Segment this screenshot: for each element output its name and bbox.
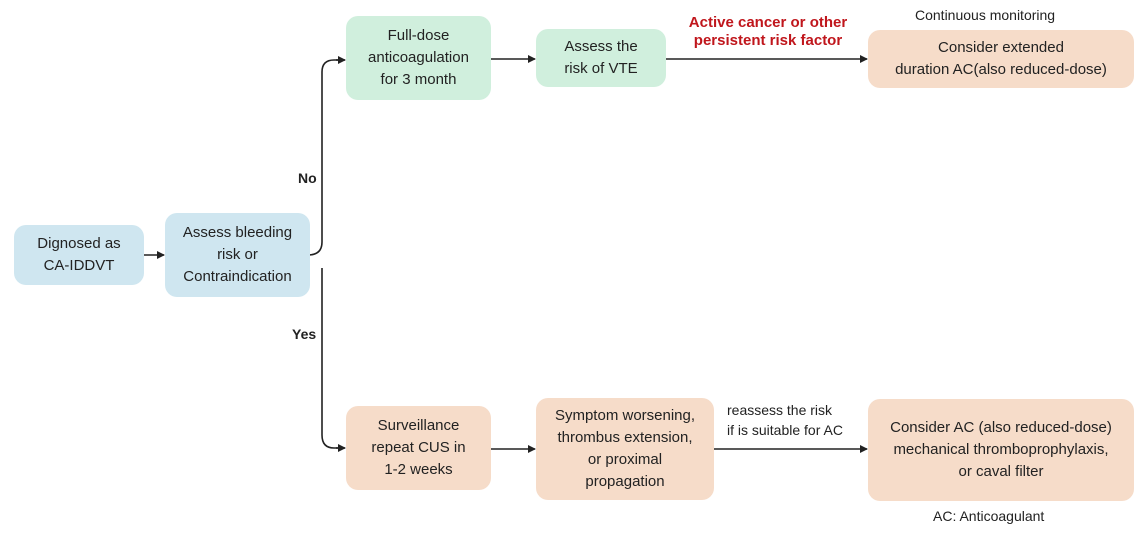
label-no: No: [298, 170, 317, 186]
label-reassess: reassess the risk if is suitable for AC: [727, 402, 843, 438]
node-surveillance: Surveillance repeat CUS in 1-2 weeks: [346, 406, 491, 490]
node-diagnosed: Dignosed as CA-IDDVT: [14, 225, 144, 285]
node-symptom-worsening: Symptom worsening, thrombus extension, o…: [536, 398, 714, 500]
node-extended-duration: Consider extended duration AC(also reduc…: [868, 30, 1134, 88]
node-assess-vte: Assess the risk of VTE: [536, 29, 666, 87]
branch-bracket: [307, 59, 344, 449]
label-risk-factor: Active cancer or other persistent risk f…: [688, 14, 848, 49]
node-full-dose: Full-dose anticoagulation for 3 month: [346, 16, 491, 100]
node-consider-ac: Consider AC (also reduced-dose) mechanic…: [868, 399, 1134, 501]
node-assess-bleeding: Assess bleeding risk or Contraindication: [165, 213, 310, 297]
label-footnote: AC: Anticoagulant: [933, 508, 1045, 524]
label-yes: Yes: [292, 326, 317, 342]
label-continuous-monitoring: Continuous monitoring: [915, 7, 1056, 23]
